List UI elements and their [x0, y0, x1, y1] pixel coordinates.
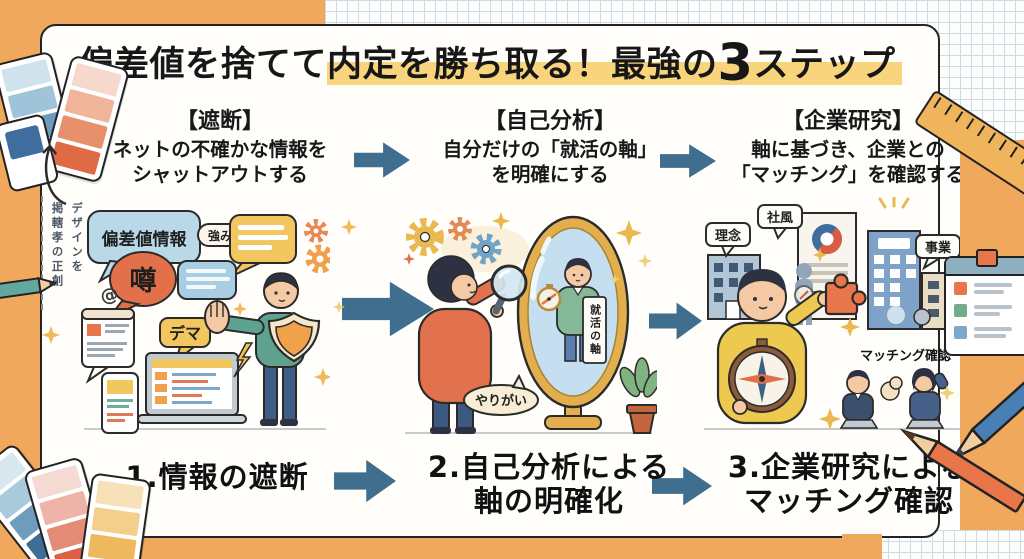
shield-icon [267, 311, 321, 363]
bubble-jigyo-text: 事業 [925, 240, 952, 256]
side-note-vertical: デザインを 掲轄孝の正創 [47, 202, 86, 334]
gear-icon-yellow [406, 218, 444, 256]
orange-corner-patch [842, 534, 882, 559]
phone-icon [101, 372, 139, 434]
bubble-uwasa-text: 噂 [130, 266, 157, 297]
compass-icon-small [536, 284, 562, 312]
step1-desc2: シャットアウトする [132, 162, 308, 186]
step1-desc1: ネットの不確かな情報を [112, 137, 328, 161]
step2-desc1: 自分だけの「就活の軸」 [442, 137, 658, 161]
result2-line1: 2.自己分析による [427, 450, 671, 484]
speech-bubble-shafu: 社風 [757, 204, 803, 240]
bubble-rinen-text: 理念 [715, 228, 741, 244]
speech-bubble-yellow [229, 214, 297, 278]
illustration-company-research: 理念 社風 [704, 197, 963, 430]
sparkle-icon [233, 302, 247, 316]
result-step1: 1.情報の遮断 [62, 460, 372, 494]
step3-desc2: 「マッチング」を確認する [730, 162, 965, 186]
title-highlighted: 内定を勝ち取る！最強の3ステップ [326, 38, 902, 89]
main-card: 偏差値を捨てて内定を勝ち取る！最強の3ステップ 【遮断】 ネットの不確かな情報を… [40, 24, 969, 538]
result1-line1: 1.情報の遮断 [125, 460, 309, 494]
speech-bubble-uwasa: 噂 [107, 251, 177, 320]
pencil-icon-blue [934, 352, 1024, 476]
title-number: 3 [717, 34, 754, 93]
clipboard-checklist-icon [944, 249, 1024, 356]
meeting-people [839, 368, 949, 429]
laptop-icon [839, 419, 879, 429]
laptop-icon [905, 419, 945, 429]
shine-rays-icon [878, 197, 910, 209]
speech-bubble-jigyo: 事業 [915, 234, 961, 271]
dashed-guide-line [41, 196, 43, 310]
browser-window-icon [81, 308, 135, 384]
page-title: 偏差値を捨てて内定を勝ち取る！最強の3ステップ [42, 36, 938, 89]
result-step2: 2.自己分析による 軸の明確化 [394, 450, 704, 518]
curved-arrow-icon [42, 145, 67, 206]
sparkle-icon [314, 368, 330, 386]
speech-bubble-hensachi: 偏差値情報 [87, 210, 201, 284]
step1-tag: 【遮断】 [175, 109, 264, 134]
result-step3: 3.企業研究による マッチング確認 [694, 450, 1004, 518]
bubble-dema-text: デマ [169, 324, 201, 343]
result3-line2: マッチング確認 [743, 484, 954, 519]
laptop-icon [137, 352, 247, 424]
step1-header: 【遮断】 ネットの不確かな情報を シャットアウトする [70, 108, 370, 187]
magnifier-icon [490, 264, 528, 315]
sparkle-icon [819, 408, 841, 430]
speech-bubble-rinen: 理念 [705, 222, 751, 258]
scroll-text: 就活の軸 [588, 304, 602, 356]
pencil-icon-teal [0, 271, 63, 306]
gear-icon-small [304, 219, 330, 274]
sparkle-icon [616, 220, 642, 246]
side-note-line1: デザインを [70, 202, 85, 275]
potted-plant-icon [619, 357, 657, 434]
step2-desc2: を明確にする [491, 162, 609, 186]
sparkle-icon [42, 326, 60, 344]
side-note-line2: 掲轄孝の正創 [50, 202, 65, 289]
matching-caption: マッチング確認 [860, 348, 951, 364]
puzzle-knob-icon [913, 308, 931, 326]
lightning-icon [233, 342, 254, 378]
speech-bubble-yarigai: やりがい [463, 373, 539, 416]
step2-header: 【自己分析】 自分だけの「就活の軸」 を明確にする [400, 108, 700, 187]
person-with-compass [716, 269, 833, 425]
puzzle-piece-icon [824, 273, 867, 316]
result2-line2: 軸の明確化 [473, 484, 624, 519]
step3-tag: 【企業研究】 [781, 109, 914, 134]
bubble-tsuyomi-text: 強み [208, 228, 232, 243]
bubble-yarigai-text: やりがい [475, 393, 527, 409]
illustration-self-analysis: 就活の軸 [403, 212, 657, 434]
sparkle-icon [341, 219, 357, 235]
illustration-shutout: 偏差値情報 強み 噂 [81, 210, 330, 434]
sparkle-icon [333, 301, 345, 313]
speech-bubble-blue-lines [177, 260, 237, 300]
step3-header: 【企業研究】 軸に基づき、企業との 「マッチング」を確認する [698, 108, 998, 187]
pencil-icon-orange [888, 411, 1024, 518]
compass-icon-large [728, 338, 796, 413]
sparkle-icon [638, 254, 652, 268]
bubble-hensachi-text: 偏差値情報 [102, 229, 188, 250]
gear-icon-orange [448, 217, 472, 241]
step3-desc1: 軸に基づき、企業との [751, 137, 945, 161]
mirror-reflection-person: 就活の軸 [536, 258, 607, 364]
at-mark-icon: @ [98, 283, 121, 308]
bubble-shafu-text: 社風 [766, 210, 793, 226]
flower-icon [403, 253, 415, 265]
gear-icon-blue [470, 233, 502, 265]
puzzle-socket [887, 306, 905, 324]
scroll-kanji: 就活の軸 [582, 296, 607, 364]
step2-tag: 【自己分析】 [483, 109, 616, 134]
